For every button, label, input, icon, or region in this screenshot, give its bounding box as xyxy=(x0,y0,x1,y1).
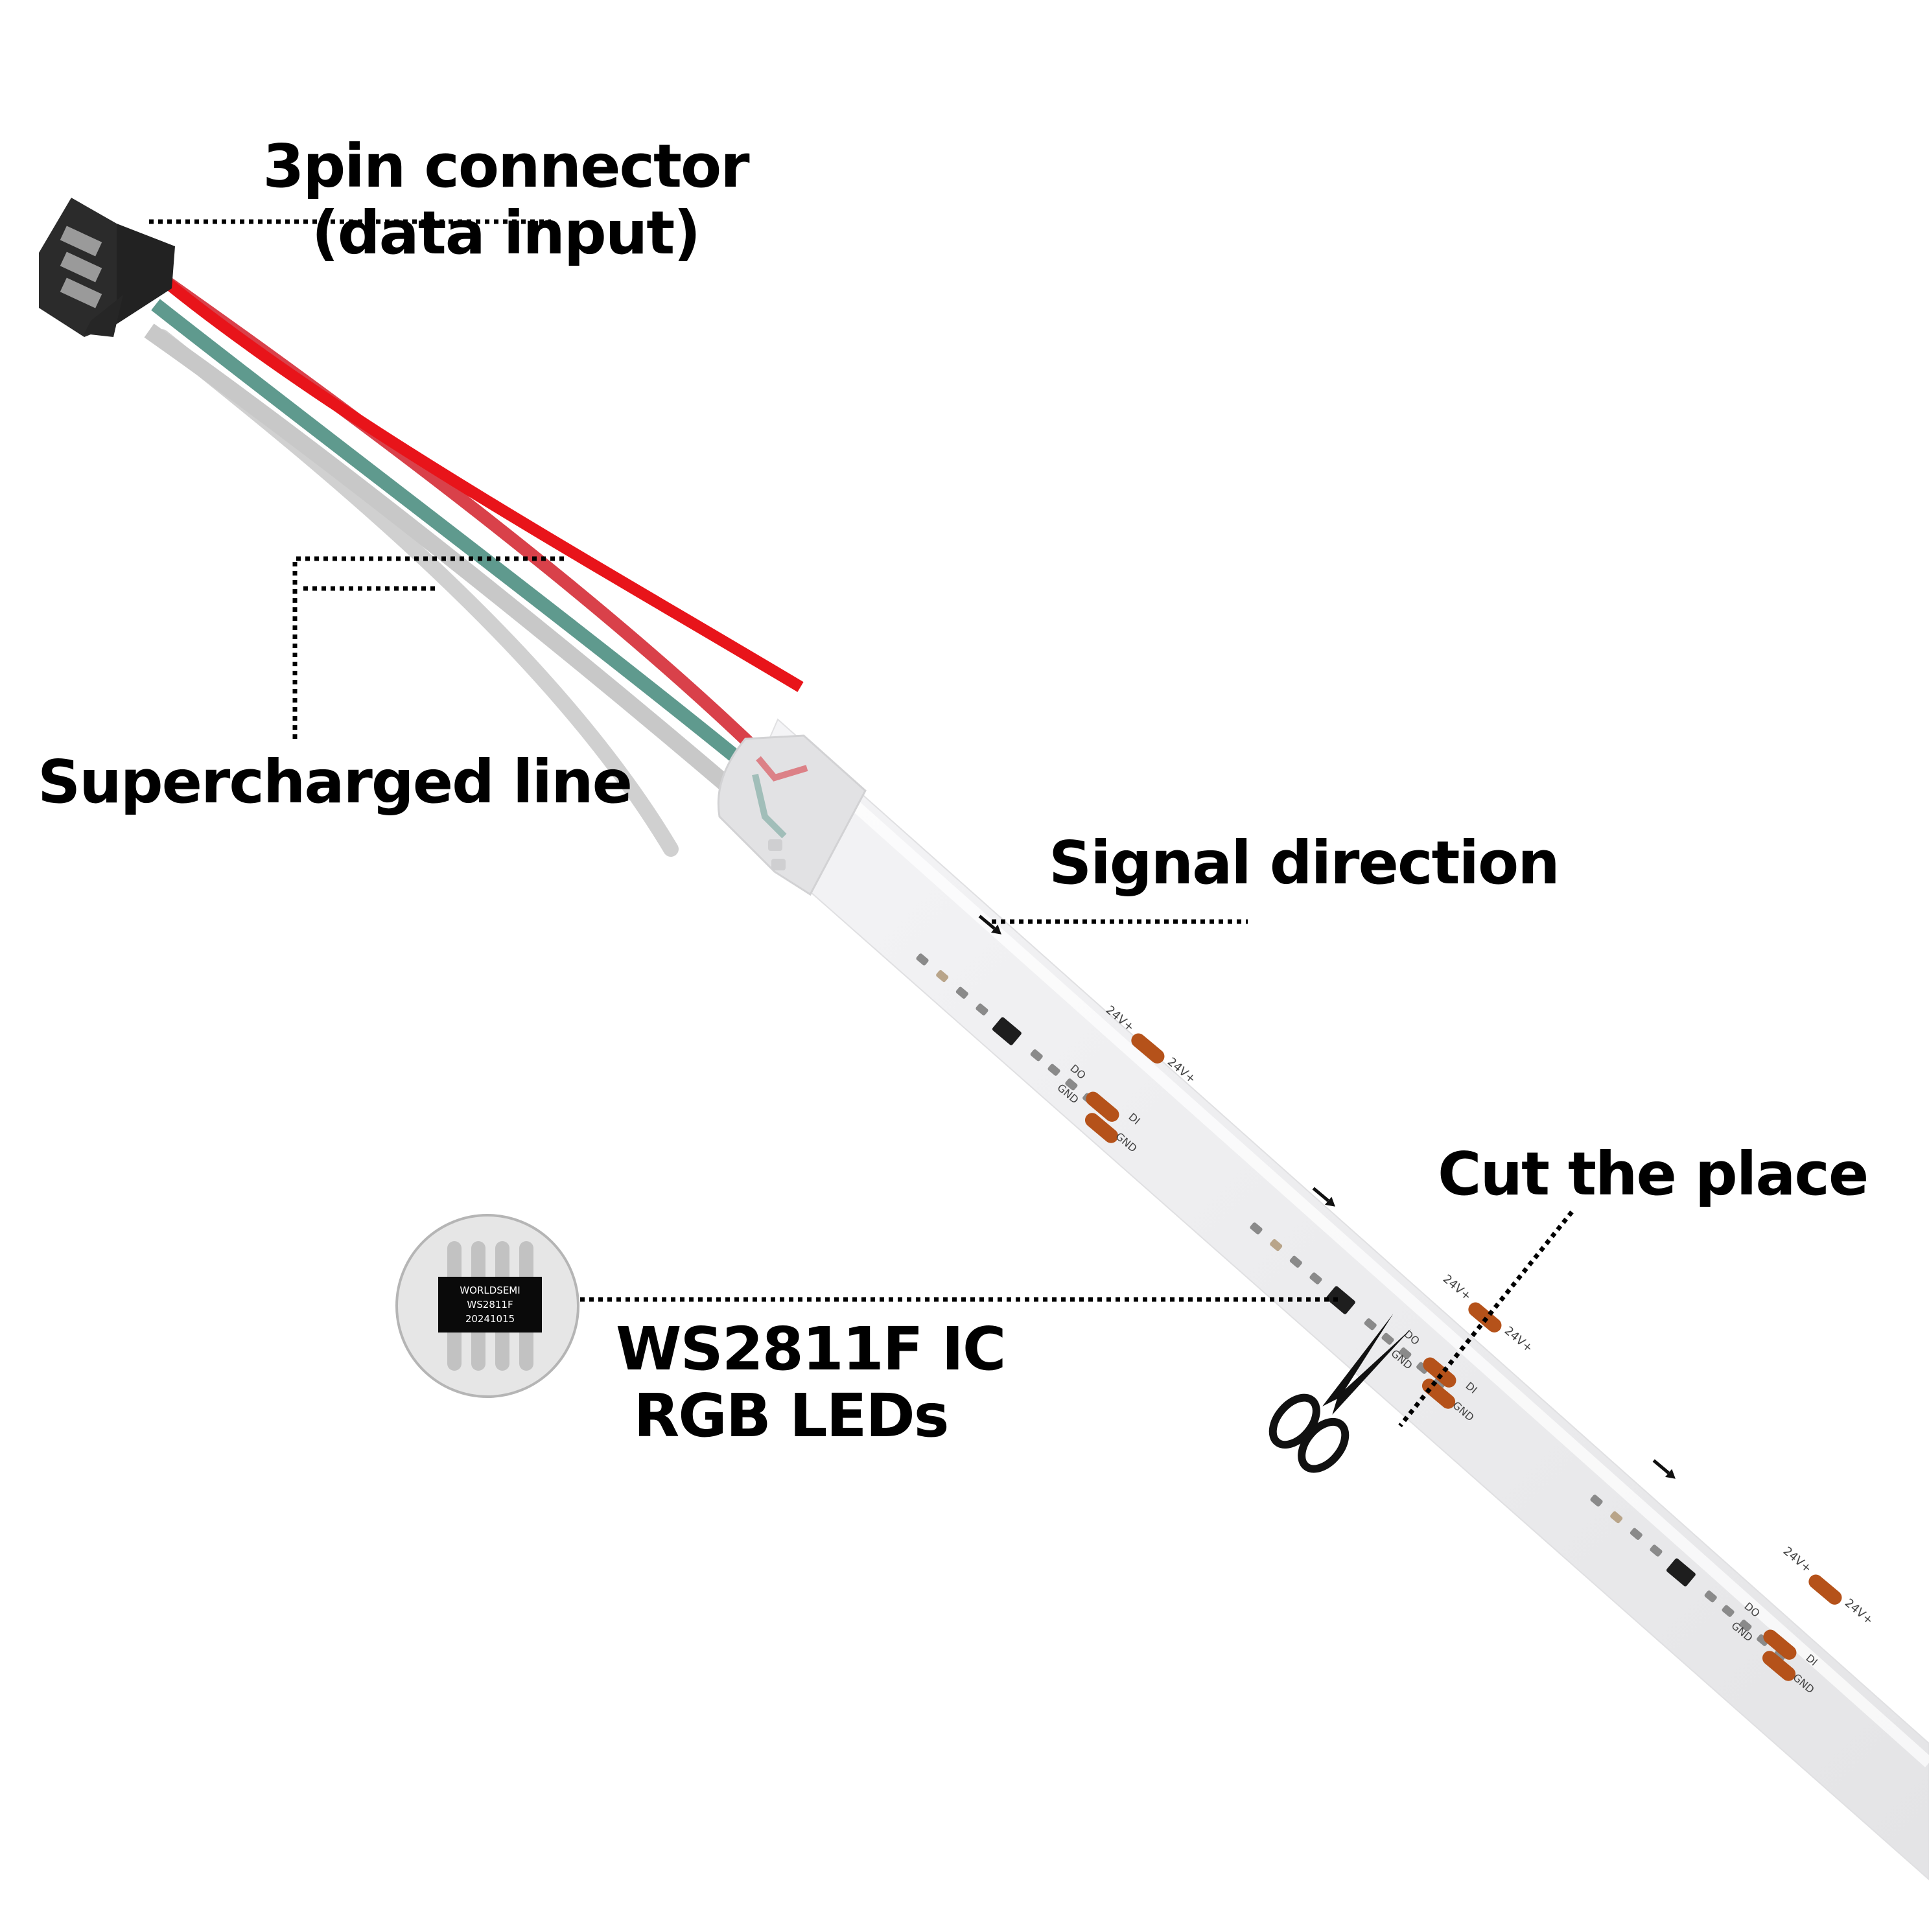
connector-label: 3pin connector (data input) xyxy=(253,133,758,266)
pad-label-vplus: 24V+ xyxy=(1440,1272,1474,1303)
chip-text-model: WS2811F xyxy=(467,1299,513,1310)
pad-label-vplus: 24V+ xyxy=(1502,1324,1536,1355)
chip-text-date: 20241015 xyxy=(465,1313,515,1325)
ic-label: WS2811F IC RGB LEDs xyxy=(616,1314,1006,1451)
end-cap-pad xyxy=(768,839,782,851)
strip-highlight xyxy=(784,741,1929,1767)
cut-leader-line xyxy=(1398,1210,1574,1428)
direction-arrow-icon xyxy=(978,914,1001,935)
strip-segment xyxy=(1590,1495,1786,1661)
ic-chip-magnifier: WORLDSEMI WS2811F 20241015 xyxy=(395,1214,579,1398)
connector-label-line2: (data input) xyxy=(311,198,701,268)
green-wire xyxy=(151,299,750,771)
direction-arrow-icon xyxy=(1652,1459,1676,1479)
white-wire xyxy=(144,323,732,791)
ic-label-line2: RGB LEDs xyxy=(633,1381,949,1451)
pad-label-vplus: 24V+ xyxy=(1781,1544,1814,1576)
direction-arrow-icon xyxy=(1312,1187,1335,1207)
pad-label-vplus: 24V+ xyxy=(1842,1596,1876,1627)
end-cap-red-trace xyxy=(756,756,808,782)
copper-pad xyxy=(1131,1033,1165,1064)
chip-text-brand: WORLDSEMI xyxy=(460,1285,520,1296)
loose-red-wire xyxy=(158,274,804,692)
copper-pad xyxy=(1084,1091,1119,1143)
connector-label-line1: 3pin connector xyxy=(263,132,749,201)
copper-pad xyxy=(1421,1357,1456,1409)
copper-pad xyxy=(1808,1574,1842,1605)
ic-label-line1: WS2811F IC xyxy=(616,1314,1006,1384)
signal-direction-label: Signal direction xyxy=(1049,828,1560,898)
end-cap-green-trace xyxy=(752,773,787,839)
cut-label: Cut the place xyxy=(1438,1139,1869,1209)
connector-plug xyxy=(39,198,175,337)
strip-segment xyxy=(1250,1222,1446,1389)
supercharged-label: Supercharged line xyxy=(38,747,633,817)
copper-pad xyxy=(1762,1629,1797,1681)
end-cap-pad xyxy=(771,859,786,870)
